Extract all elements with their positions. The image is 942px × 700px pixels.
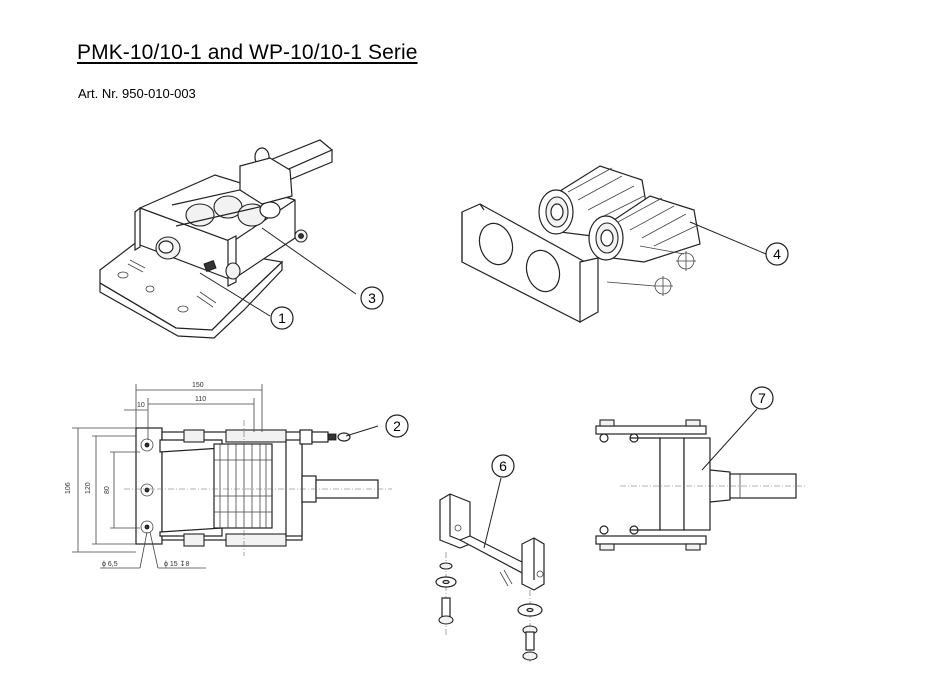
svg-text:1: 1 bbox=[278, 310, 286, 326]
svg-text:4: 4 bbox=[773, 246, 781, 262]
callout-7: 7 bbox=[750, 386, 774, 410]
center-marks bbox=[606, 245, 696, 296]
dim-hole-15: ϕ 15 ↧8 bbox=[164, 560, 189, 568]
callout-1: 1 bbox=[270, 306, 294, 330]
dim-150: 150 bbox=[192, 382, 204, 389]
roller-plate-view bbox=[461, 165, 767, 324]
article-number: Art. Nr. 950-010-003 bbox=[78, 86, 196, 101]
dim-110: 110 bbox=[195, 396, 206, 403]
callout-6: 6 bbox=[491, 454, 515, 478]
dim-10: 10 bbox=[137, 402, 145, 409]
svg-text:7: 7 bbox=[758, 390, 766, 406]
callout-3: 3 bbox=[360, 286, 384, 310]
side-view bbox=[595, 408, 806, 551]
isometric-assembly-view bbox=[99, 139, 357, 339]
fastener-left bbox=[435, 552, 457, 636]
fastener-right bbox=[517, 590, 543, 664]
dim-80: 80 bbox=[104, 486, 111, 494]
callout-4: 4 bbox=[765, 242, 789, 266]
shaft-handle bbox=[239, 139, 334, 205]
dim-hole-65: ϕ 6,5 bbox=[102, 561, 118, 568]
svg-text:3: 3 bbox=[368, 290, 376, 306]
callout-2: 2 bbox=[385, 414, 409, 438]
adjust-knob bbox=[155, 236, 241, 280]
svg-text:6: 6 bbox=[499, 458, 507, 474]
bracket-exploded-view bbox=[435, 477, 545, 664]
roller-assembly bbox=[171, 184, 281, 227]
page-title: PMK-10/10-1 and WP-10/10-1 Serie bbox=[77, 41, 418, 64]
roller-2 bbox=[588, 195, 701, 263]
svg-text:2: 2 bbox=[393, 418, 401, 434]
dimension-lines: 150 110 10 106 120 80 ϕ 6,5 ϕ 15 bbox=[65, 382, 263, 569]
dim-106: 106 bbox=[65, 482, 72, 494]
dim-120: 120 bbox=[85, 482, 92, 494]
plan-view: 150 110 10 106 120 80 ϕ 6,5 ϕ 15 bbox=[65, 382, 392, 569]
